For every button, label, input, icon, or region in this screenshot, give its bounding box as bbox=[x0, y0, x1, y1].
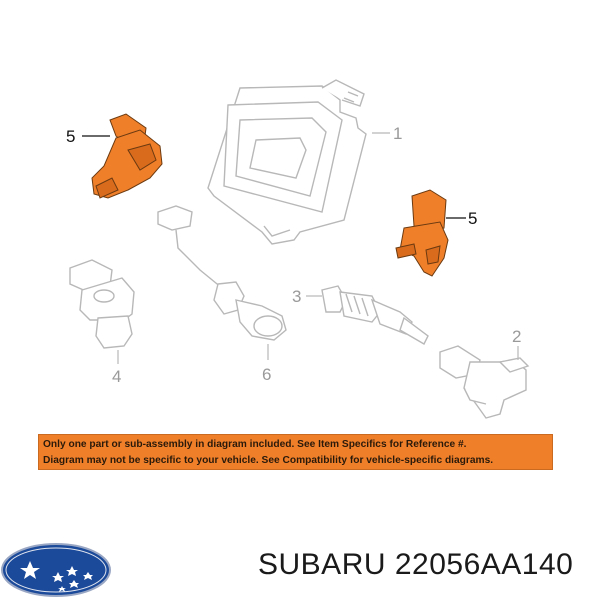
callout-5-left: 5 bbox=[66, 127, 75, 146]
callout-1: 1 bbox=[393, 124, 402, 143]
cam-sensor-left bbox=[91, 113, 163, 199]
logo-stars bbox=[20, 561, 93, 592]
notice-line-2: Diagram may not be specific to your vehi… bbox=[43, 455, 494, 466]
notice-line-1: Only one part or sub-assembly in diagram… bbox=[43, 439, 467, 450]
crank-sensor bbox=[69, 259, 135, 349]
callout-5-right: 5 bbox=[468, 209, 477, 228]
part-label: SUBARU 22056AA140 bbox=[258, 548, 574, 581]
ecu-module bbox=[207, 79, 367, 245]
callout-3: 3 bbox=[292, 287, 301, 306]
ignition-coil bbox=[439, 345, 530, 419]
callout-2: 2 bbox=[512, 327, 521, 346]
knock-sensor bbox=[157, 205, 287, 341]
temperature-sensor bbox=[321, 285, 429, 345]
subaru-logo bbox=[1, 543, 111, 597]
callout-6: 6 bbox=[262, 365, 271, 384]
cam-sensor-right bbox=[395, 189, 449, 277]
notice-banner: Only one part or sub-assembly in diagram… bbox=[38, 434, 553, 470]
callout-4: 4 bbox=[112, 367, 121, 386]
